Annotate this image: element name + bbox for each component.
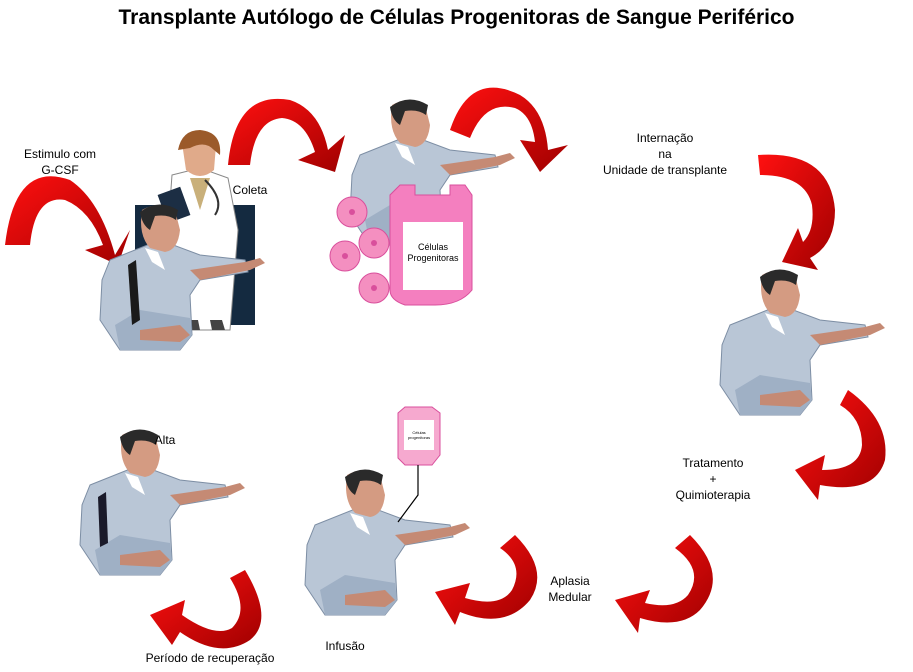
arrow-to-discharge bbox=[150, 570, 262, 649]
progenitor-bag bbox=[389, 184, 473, 306]
patient-discharge bbox=[79, 428, 246, 576]
bag-label: Células Progenitoras bbox=[407, 242, 459, 263]
arrow-to-hospitalization bbox=[450, 87, 568, 172]
arrow-to-infusion-right bbox=[615, 535, 713, 633]
patient-stimulus bbox=[99, 203, 266, 351]
arrow-to-treatment bbox=[758, 154, 835, 270]
label-collection: Coleta bbox=[232, 183, 268, 197]
label-aplasia: Aplasia Medular bbox=[548, 574, 592, 604]
page-title: Transplante Autólogo de Células Progenit… bbox=[118, 6, 795, 29]
label-treatment: Tratamento + Quimioterapia bbox=[675, 456, 751, 502]
label-hospitalization: Internação na Unidade de transplante bbox=[602, 131, 728, 177]
label-infusion: Infusão bbox=[325, 639, 365, 653]
arrow-stimulus bbox=[5, 176, 130, 265]
label-stimulus: Estimulo com G-CSF bbox=[23, 147, 97, 177]
arrow-to-collection bbox=[228, 98, 345, 172]
stem-cells bbox=[329, 196, 390, 304]
arrow-to-infusion bbox=[435, 535, 538, 625]
label-discharge: Alta bbox=[154, 433, 176, 447]
label-recovery: Período de recuperação bbox=[145, 651, 275, 665]
patient-hospitalization bbox=[719, 268, 886, 416]
arrow-to-aplasia bbox=[795, 390, 886, 500]
small-bag-label: Células progenitoras bbox=[407, 430, 431, 440]
infusion-bag bbox=[397, 406, 441, 523]
